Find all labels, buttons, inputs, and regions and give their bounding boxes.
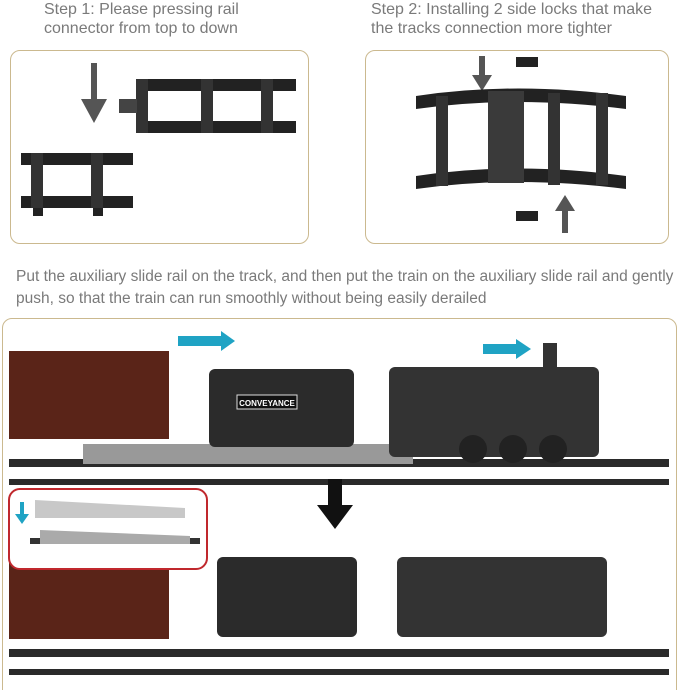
step1-caption: Step 1: Please pressing rail connector f…: [44, 0, 239, 38]
step2-line2: the tracks connection more tighter: [371, 20, 613, 37]
side-lock-illustration: [416, 56, 626, 233]
step1-line1: Step 1: Please pressing rail: [44, 1, 239, 18]
instruction-line1: Put the auxiliary slide rail on the trac…: [16, 268, 674, 285]
push-arrow-icon: [178, 331, 235, 351]
step2-panel: [365, 50, 669, 244]
down-arrow-icon: [317, 505, 353, 529]
instruction-text: Put the auxiliary slide rail on the trac…: [16, 266, 676, 310]
step2-caption: Step 2: Installing 2 side locks that mak…: [371, 0, 652, 38]
instruction-line2: push, so that the train can run smoothly…: [16, 290, 487, 307]
tender-logo: CONVEYANCE: [239, 399, 295, 408]
step2-line1: Step 2: Installing 2 side locks that mak…: [371, 1, 653, 18]
push-arrow-icon: [483, 339, 531, 359]
rail-connector-illustration: [21, 63, 296, 216]
step1-panel: [10, 50, 309, 244]
train-panel: CONVEYANCE: [2, 318, 677, 690]
slide-rail-illustration: [15, 500, 200, 544]
slide-rail-inset: [8, 488, 208, 570]
train-illustration: CONVEYANCE: [9, 331, 669, 675]
step1-line2: connector from top to down: [44, 20, 238, 37]
